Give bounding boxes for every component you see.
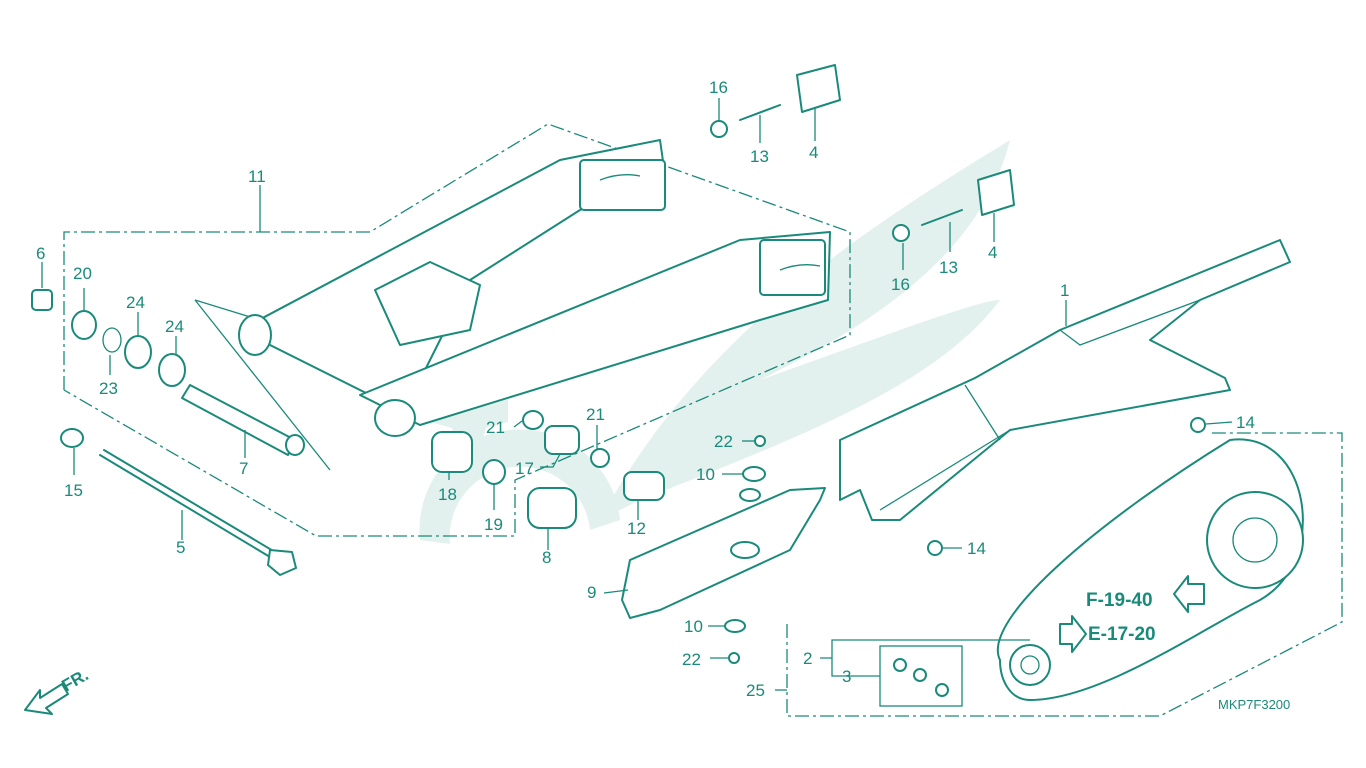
callout-9: 9 xyxy=(587,583,596,602)
callout-4-top: 4 xyxy=(809,143,818,162)
leader-lines xyxy=(41,98,1233,691)
callout-12: 12 xyxy=(627,519,646,538)
front-direction-arrow xyxy=(24,683,69,715)
callout-4-right: 4 xyxy=(988,243,997,262)
callout-13-top: 13 xyxy=(750,147,769,166)
callout-3: 3 xyxy=(842,667,851,686)
ref-engine-sprocket[interactable]: E-17-20 xyxy=(1088,624,1156,645)
callout-23: 23 xyxy=(99,379,118,398)
swingarm[interactable] xyxy=(238,139,831,437)
callout-21-right: 21 xyxy=(586,405,605,424)
callout-10-top: 10 xyxy=(696,465,715,484)
callout-8: 8 xyxy=(542,548,551,567)
callout-17: 17 xyxy=(515,459,534,478)
drive-chain[interactable] xyxy=(996,438,1304,701)
callout-6: 6 xyxy=(36,244,45,263)
callout-13-right: 13 xyxy=(939,258,958,277)
chain-case[interactable] xyxy=(839,239,1291,521)
callout-25: 25 xyxy=(746,681,765,700)
callout-7: 7 xyxy=(239,459,248,478)
reference-arrows xyxy=(1059,575,1205,653)
callout-16-top: 16 xyxy=(709,78,728,97)
small-parts[interactable] xyxy=(31,64,1206,707)
callout-18: 18 xyxy=(438,485,457,504)
callout-10-bottom: 10 xyxy=(684,617,703,636)
callout-5: 5 xyxy=(176,538,185,557)
diagram-code: MKP7F3200 xyxy=(1218,697,1290,712)
callout-24-left: 24 xyxy=(126,293,145,312)
callout-22-bottom: 22 xyxy=(682,650,701,669)
callout-16-right: 16 xyxy=(891,275,910,294)
chain-slider[interactable] xyxy=(621,487,826,619)
callout-15: 15 xyxy=(64,481,83,500)
callout-22-top: 22 xyxy=(714,432,733,451)
callout-labels: 1 2 3 4 4 5 6 7 8 9 10 10 11 12 13 13 14… xyxy=(36,78,1255,700)
callout-19: 19 xyxy=(484,515,503,534)
callout-24-right: 24 xyxy=(165,317,184,336)
callout-14-lower: 14 xyxy=(967,539,986,558)
callout-21-left: 21 xyxy=(486,418,505,437)
callout-2: 2 xyxy=(803,649,812,668)
callout-11: 11 xyxy=(248,167,266,186)
callout-1: 1 xyxy=(1060,281,1069,300)
callout-14-upper: 14 xyxy=(1236,413,1255,432)
callout-20: 20 xyxy=(73,264,92,283)
ref-final-drive[interactable]: F-19-40 xyxy=(1086,590,1153,611)
